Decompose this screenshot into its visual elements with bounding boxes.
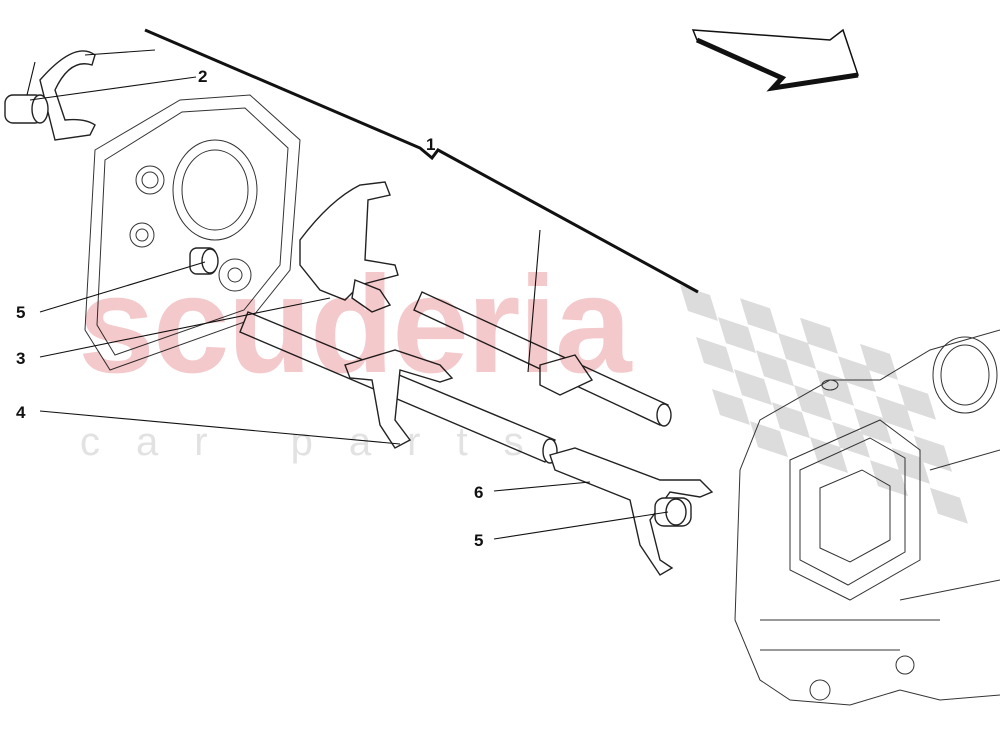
flag-square [870, 460, 908, 497]
leader-line-5b [493, 511, 669, 540]
flag-square [718, 317, 756, 354]
watermark-subtitle: car parts [80, 420, 560, 464]
bushing [189, 247, 219, 275]
flag-square [930, 487, 968, 524]
flag-square [772, 402, 810, 439]
leader-line-1 [527, 229, 541, 373]
flag-square [680, 285, 718, 321]
intermediate-plate [84, 94, 301, 371]
flag-square [696, 337, 734, 373]
leader-line-5a [39, 261, 206, 313]
watermark-brand: scuderia [78, 248, 633, 402]
flag-square [876, 395, 914, 432]
flag-square [860, 343, 898, 380]
selector-fork-with-sleeve [4, 50, 96, 141]
flag-square [810, 437, 848, 474]
leader-line-6 [493, 481, 591, 492]
flag-square [712, 389, 750, 425]
flag-square [898, 383, 936, 420]
checkered-flag-watermark [680, 285, 968, 524]
flag-square [750, 421, 788, 458]
callout-4: 4 [16, 403, 26, 422]
callout-3: 3 [16, 349, 25, 368]
flag-square [832, 421, 870, 458]
callout-5: 5 [16, 303, 25, 322]
callout-5-second: 5 [474, 531, 483, 550]
selector-fork-3 [299, 181, 399, 313]
flag-square [740, 298, 778, 335]
flag-square [756, 350, 794, 387]
callout-2: 2 [198, 67, 207, 86]
flag-square [800, 317, 838, 354]
flag-square [734, 369, 772, 406]
selector-fork-6 [549, 447, 714, 576]
flag-square [816, 369, 854, 406]
leader-line-1b [84, 49, 156, 56]
callout-1: 1 [426, 135, 435, 154]
flag-square [778, 333, 816, 370]
selector-rod-upper [413, 291, 672, 427]
flag-square [838, 356, 876, 393]
callout-6: 6 [474, 483, 483, 502]
leader-line-4 [39, 410, 401, 445]
arrow-right-down-icon [691, 28, 859, 92]
selector-fork-4 [344, 349, 454, 449]
flag-square [794, 385, 832, 422]
gearbox-housing [734, 329, 1000, 706]
assembly-bracket [144, 28, 699, 294]
flag-square [914, 435, 952, 472]
leader-line-2 [29, 76, 197, 101]
leader-line-3 [39, 297, 331, 358]
flag-square [854, 408, 892, 445]
